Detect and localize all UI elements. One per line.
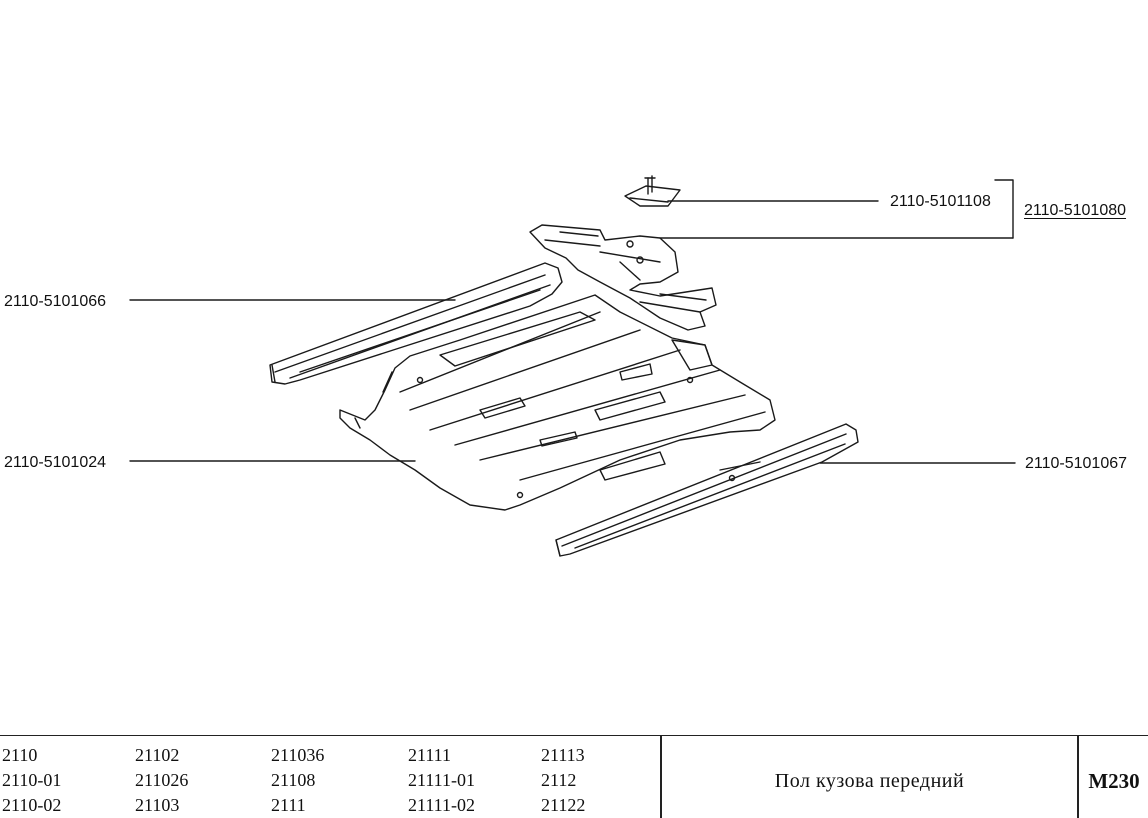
model-code: 21111 (408, 745, 451, 765)
page-code: M230 (1088, 769, 1140, 793)
model-code: 21122 (541, 795, 586, 815)
small-bracket-part (624, 175, 681, 207)
model-code: 21111-01 (408, 770, 475, 790)
model-code: 2110-02 (2, 795, 62, 815)
model-code: 2112 (541, 770, 577, 790)
callout-2110-5101108: 2110-5101108 (890, 193, 991, 210)
model-code: 211026 (135, 770, 189, 790)
model-code: 21111-02 (408, 795, 475, 815)
model-code: 21113 (541, 745, 585, 765)
model-code: 2110-01 (2, 770, 62, 790)
model-code: 211036 (271, 745, 325, 765)
model-code: 2111 (271, 795, 306, 815)
callout-2110-5101066: 2110-5101066 (4, 293, 107, 310)
divider (660, 736, 662, 818)
model-code: 2110 (2, 745, 38, 765)
leader-lines (129, 179, 1016, 464)
callout-2110-5101024: 2110-5101024 (4, 454, 107, 471)
callout-2110-5101067: 2110-5101067 (1025, 455, 1128, 472)
title-block: 2110 21102 211036 21111 21113 2110-01 21… (0, 735, 1148, 818)
right-sill-part (555, 423, 859, 557)
divider (1077, 736, 1079, 818)
cross-member-part (529, 224, 717, 331)
model-code: 21102 (135, 745, 180, 765)
floor-panel-diagram (129, 175, 1016, 557)
left-sill-part (269, 262, 563, 385)
page-title: Пол кузова передний (774, 770, 965, 792)
model-code: 21108 (271, 770, 316, 790)
model-code: 21103 (135, 795, 180, 815)
floor-panel-part (339, 294, 776, 511)
callout-2110-5101080: 2110-5101080 (1024, 202, 1127, 219)
